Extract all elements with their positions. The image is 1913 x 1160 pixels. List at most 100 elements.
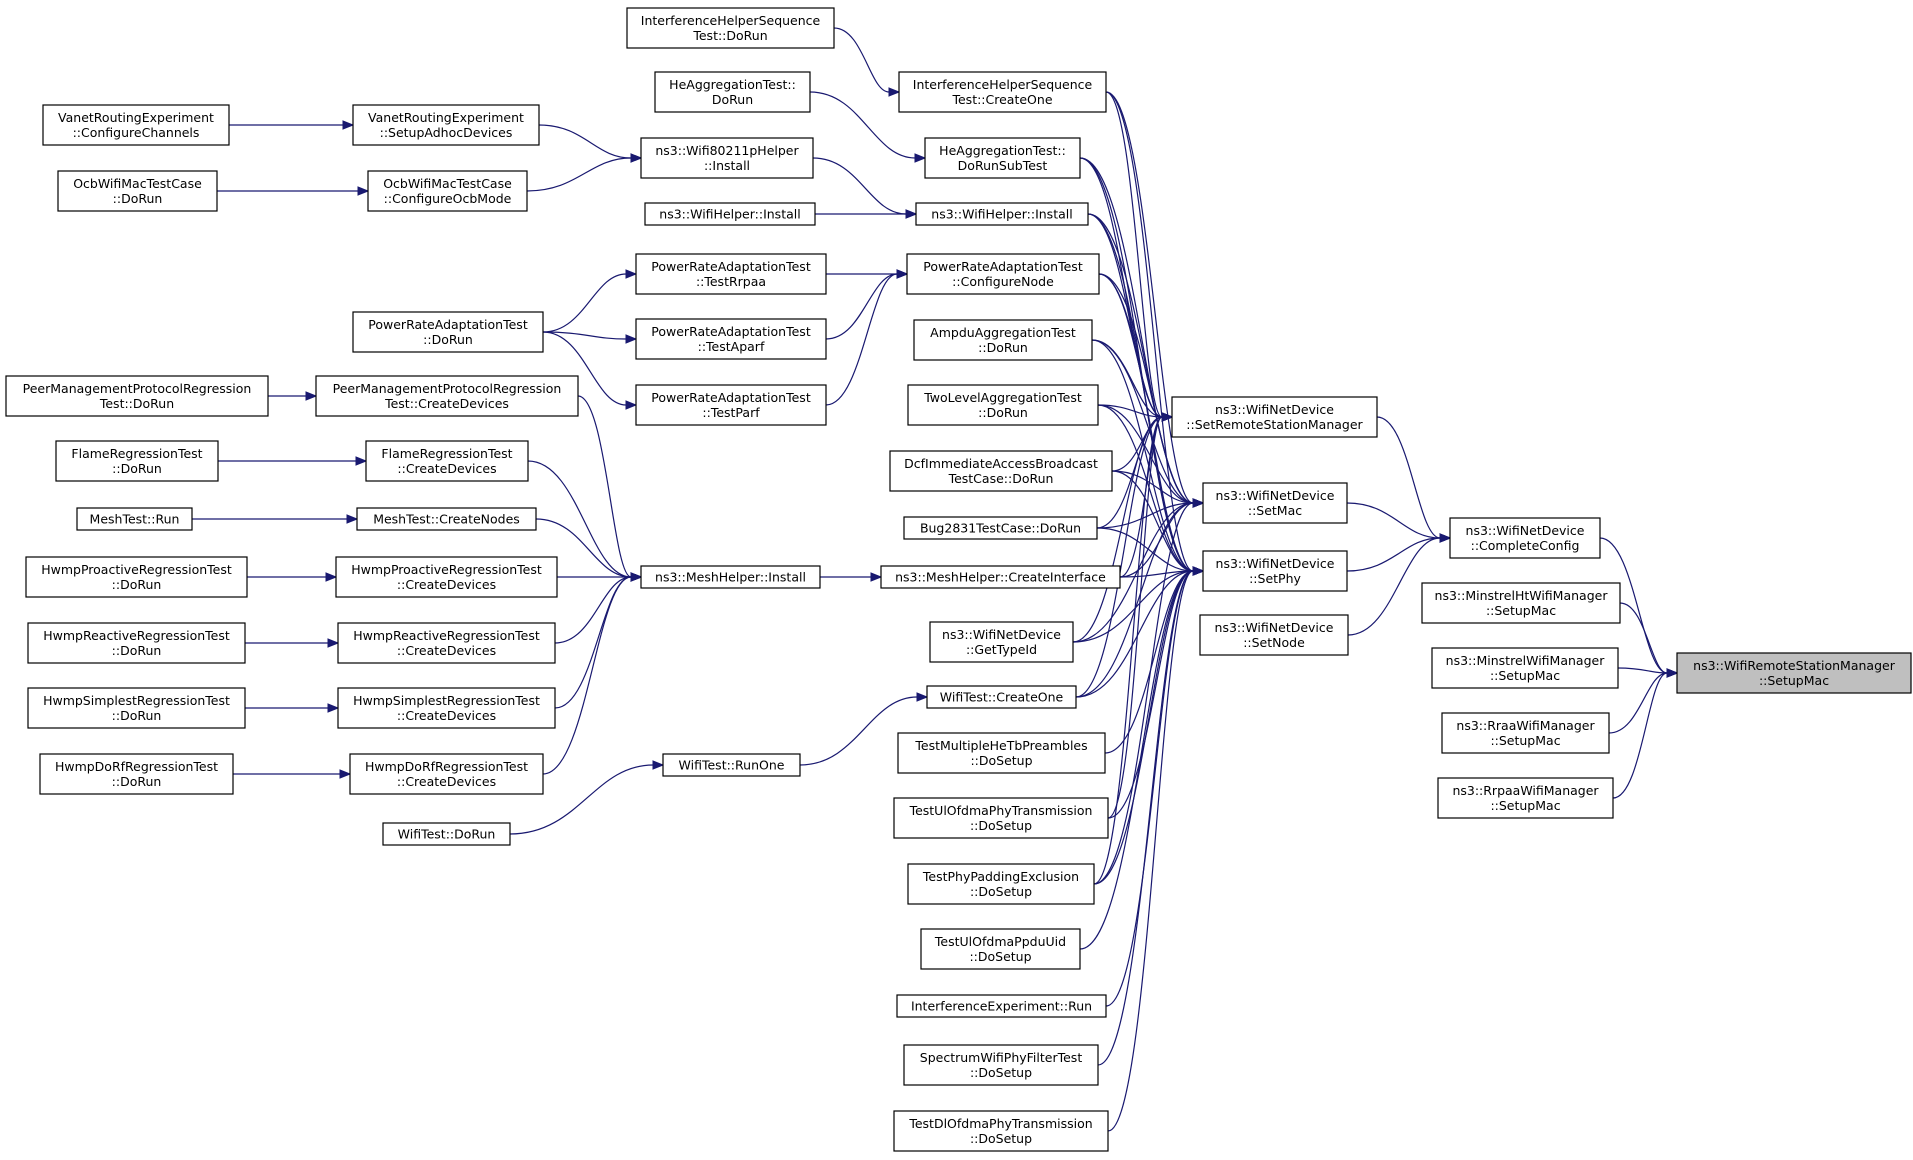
graph-node-pra_dorun[interactable]: PowerRateAdaptationTest::DoRun [352, 311, 544, 353]
graph-node-hdorf_dorun[interactable]: HwmpDoRfRegressionTest::DoRun [39, 753, 234, 795]
graph-node-pmp_dorun[interactable]: PeerManagementProtocolRegressionTest::Do… [5, 375, 269, 417]
node-label-line: ::SetupMac [1490, 668, 1560, 683]
graph-node-wifihelper_install[interactable]: ns3::WifiHelper::Install [915, 202, 1089, 226]
node-box [349, 753, 544, 795]
edge-hdorf_dorun-to-hdorf_create [232, 769, 352, 779]
node-label-line: TestMultipleHeTbPreambles [914, 738, 1087, 753]
edge-wifi80211p-to-wifihelper_install [812, 157, 918, 219]
node-label-line: HwmpProactiveRegressionTest [351, 562, 542, 577]
graph-node-bug2831[interactable]: Bug2831TestCase::DoRun [903, 516, 1098, 540]
graph-node-tmhtp[interactable]: TestMultipleHeTbPreambles::DoSetup [897, 732, 1106, 774]
node-label-line: Bug2831TestCase::DoRun [920, 521, 1081, 536]
node-label-line: DoRun [712, 92, 753, 107]
edge-line [1619, 602, 1668, 674]
edge-mesh_install-to-mesh_createiface [820, 572, 883, 582]
graph-node-heagg_dorun[interactable]: HeAggregationTest::DoRun [654, 71, 811, 113]
node-box [880, 565, 1121, 589]
graph-node-heagg_subtest[interactable]: HeAggregationTest::DoRunSubTest [924, 137, 1081, 179]
graph-node-minstrelht[interactable]: ns3::MinstrelHtWifiManager::SetupMac [1421, 582, 1621, 624]
node-label-line: ::DoRun [112, 774, 162, 789]
edge-line [542, 331, 627, 340]
graph-node-interf_run[interactable]: InterferenceExperiment::Run [896, 994, 1107, 1018]
node-box [897, 732, 1106, 774]
node-label-line: ns3::WifiNetDevice [1216, 556, 1335, 571]
graph-node-dcf_dorun[interactable]: DcfImmediateAccessBroadcastTestCase::DoR… [889, 450, 1113, 492]
node-label-line: ns3::MeshHelper::CreateInterface [895, 570, 1106, 585]
edge-rrpaa-to-setupmac [1612, 668, 1679, 799]
graph-node-meshtest_run[interactable]: MeshTest::Run [76, 507, 193, 531]
graph-node-vanet_setup[interactable]: VanetRoutingExperiment::SetupAdhocDevice… [352, 104, 540, 146]
node-label-line: ::TestParf [702, 405, 760, 420]
graph-node-tdlofdma[interactable]: TestDlOfdmaPhyTransmission::DoSetup [893, 1110, 1109, 1152]
node-label-line: Test::DoRun [99, 396, 174, 411]
graph-node-minstrel[interactable]: ns3::MinstrelWifiManager::SetupMac [1431, 647, 1619, 689]
graph-node-rraa[interactable]: ns3::RraaWifiManager::SetupMac [1441, 712, 1610, 754]
graph-node-tulofdma_tx[interactable]: TestUlOfdmaPhyTransmission::DoSetup [893, 797, 1109, 839]
graph-node-hsim_create[interactable]: HwmpSimplestRegressionTest::CreateDevice… [337, 687, 556, 729]
graph-node-setphy[interactable]: ns3::WifiNetDevice::SetPhy [1202, 550, 1348, 592]
graph-node-wifi80211p[interactable]: ns3::Wifi80211pHelper::Install [640, 137, 814, 179]
graph-node-flame_create[interactable]: FlameRegressionTest::CreateDevices [365, 440, 529, 482]
node-label-line: ::DoSetup [970, 1065, 1032, 1080]
graph-node-pra_testaparf[interactable]: PowerRateAdaptationTest::TestAparf [635, 318, 827, 360]
graph-node-hsim_dorun[interactable]: HwmpSimplestRegressionTest::DoRun [27, 687, 246, 729]
graph-node-mesh_createiface[interactable]: ns3::MeshHelper::CreateInterface [880, 565, 1121, 589]
graph-node-hdorf_create[interactable]: HwmpDoRfRegressionTest::CreateDevices [349, 753, 544, 795]
graph-node-setrsm[interactable]: ns3::WifiNetDevice::SetRemoteStationMana… [1171, 396, 1378, 438]
graph-node-pra_confignode[interactable]: PowerRateAdaptationTest::ConfigureNode [906, 253, 1100, 295]
node-label-line: DoRunSubTest [958, 158, 1048, 173]
graph-node-ocb_configure[interactable]: OcbWifiMacTestCase::ConfigureOcbMode [367, 170, 528, 212]
node-label-line: ::CompleteConfig [1471, 538, 1580, 553]
edge-pra_testaparf-to-pra_confignode [825, 269, 909, 340]
graph-node-hrea_dorun[interactable]: HwmpReactiveRegressionTest::DoRun [27, 622, 246, 664]
graph-node-pra_testparf[interactable]: PowerRateAdaptationTest::TestParf [635, 384, 827, 426]
graph-node-meshtest_create[interactable]: MeshTest::CreateNodes [356, 507, 537, 531]
edge-line [1097, 404, 1194, 504]
graph-node-spectrum[interactable]: SpectrumWifiPhyFilterTest::DoSetup [903, 1044, 1099, 1086]
graph-node-flame_dorun[interactable]: FlameRegressionTest::DoRun [55, 440, 219, 482]
graph-node-pra_testrrpaa[interactable]: PowerRateAdaptationTest::TestRrpaa [635, 253, 827, 295]
edge-line [1075, 570, 1194, 698]
graph-node-setnode[interactable]: ns3::WifiNetDevice::SetNode [1199, 614, 1349, 656]
node-label-line: PowerRateAdaptationTest [368, 317, 528, 332]
node-label-line: ::SetRemoteStationManager [1186, 417, 1363, 432]
graph-node-gettypeid[interactable]: ns3::WifiNetDevice::GetTypeId [929, 621, 1074, 663]
edge-line [1072, 570, 1194, 643]
graph-node-wifitest_createone[interactable]: WifiTest::CreateOne [926, 685, 1077, 709]
edge-line [799, 696, 918, 766]
node-label-line: TestPhyPaddingExclusion [922, 869, 1079, 884]
node-box [335, 556, 558, 598]
graph-node-hrea_create[interactable]: HwmpReactiveRegressionTest::CreateDevice… [337, 622, 556, 664]
arrowhead [1439, 533, 1452, 543]
graph-node-rrpaa[interactable]: ns3::RrpaaWifiManager::SetupMac [1437, 777, 1614, 819]
graph-node-vanet_config[interactable]: VanetRoutingExperiment::ConfigureChannel… [42, 104, 230, 146]
node-label-line: Test::CreateOne [951, 92, 1052, 107]
node-box [907, 863, 1095, 905]
graph-node-twolevel_dorun[interactable]: TwoLevelAggregationTest::DoRun [907, 384, 1099, 426]
graph-node-ocb_dorun[interactable]: OcbWifiMacTestCase::DoRun [57, 170, 218, 212]
node-label-line: VanetRoutingExperiment [368, 110, 524, 125]
graph-node-completeconfig[interactable]: ns3::WifiNetDevice::CompleteConfig [1449, 517, 1601, 559]
graph-node-wifihelper_install2[interactable]: ns3::WifiHelper::Install [644, 202, 816, 226]
edge-line [554, 576, 632, 644]
graph-node-tphypad[interactable]: TestPhyPaddingExclusion::DoSetup [907, 863, 1095, 905]
node-label-line: ::ConfigureOcbMode [384, 191, 512, 206]
edge-ocb_configure-to-wifi80211p [526, 153, 643, 192]
graph-node-wifitest_runone[interactable]: WifiTest::RunOne [662, 753, 801, 777]
graph-node-wifitest_dorun[interactable]: WifiTest::DoRun [382, 822, 511, 846]
node-label-line: ns3::RraaWifiManager [1456, 718, 1595, 733]
graph-node-setupmac[interactable]: ns3::WifiRemoteStationManager::SetupMac [1676, 652, 1912, 694]
graph-node-mesh_install[interactable]: ns3::MeshHelper::Install [640, 565, 821, 589]
node-label-line: ::SetMac [1248, 503, 1302, 518]
graph-node-hpro_dorun[interactable]: HwmpProactiveRegressionTest::DoRun [25, 556, 248, 598]
graph-node-pmp_create[interactable]: PeerManagementProtocolRegressionTest::Cr… [315, 375, 579, 417]
graph-node-tulppdu[interactable]: TestUlOfdmaPpduUid::DoSetup [920, 928, 1081, 970]
graph-node-ampdu_dorun[interactable]: AmpduAggregationTest::DoRun [913, 319, 1093, 361]
node-label-line: ns3::MinstrelWifiManager [1446, 653, 1606, 668]
node-box [635, 253, 827, 295]
graph-node-hpro_create[interactable]: HwmpProactiveRegressionTest::CreateDevic… [335, 556, 558, 598]
graph-node-setmac[interactable]: ns3::WifiNetDevice::SetMac [1202, 482, 1348, 524]
node-box [654, 71, 811, 113]
graph-node-ihs_createone[interactable]: InterferenceHelperSequenceTest::CreateOn… [898, 71, 1107, 113]
